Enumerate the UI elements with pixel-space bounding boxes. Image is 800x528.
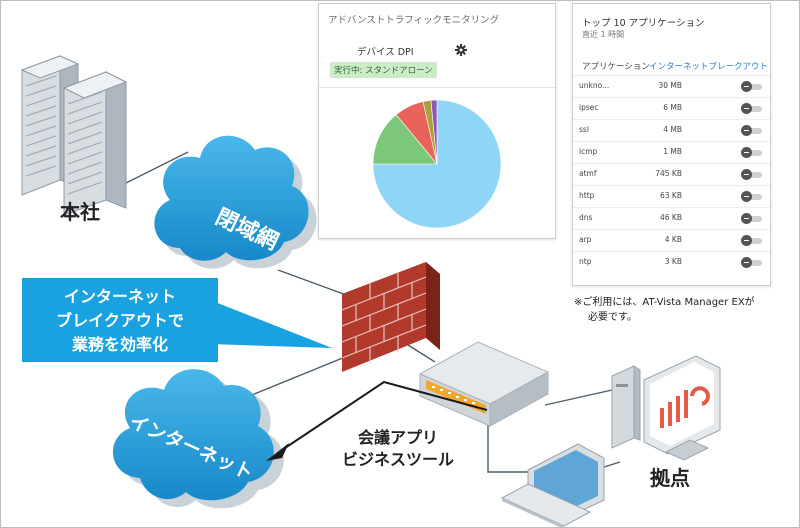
breakout-toggle[interactable] <box>741 81 763 92</box>
top10-apps-panel: トップ 10 アプリケーション 直近 1 時間 アプリケーション インターネット… <box>572 3 771 286</box>
app-traffic-size: 30 MB <box>658 81 682 90</box>
top10-title: トップ 10 アプリケーション <box>582 18 705 29</box>
app-name: arp <box>579 235 592 244</box>
app-traffic-size: 3 KB <box>664 257 682 266</box>
table-row: unkno... 30 MB <box>573 75 770 98</box>
note-line-2: 必要です。 <box>588 312 637 323</box>
col-header-application: アプリケーション <box>582 62 650 72</box>
app-name: icmp <box>579 147 598 156</box>
top10-subtitle: 直近 1 時間 <box>582 30 625 39</box>
closed-network-cloud: 閉域網 <box>154 135 317 269</box>
breakout-toggle[interactable] <box>741 169 763 180</box>
app-name: ipsec <box>579 103 599 112</box>
app-traffic-size: 6 MB <box>663 103 682 112</box>
breakout-toggle[interactable] <box>741 191 763 202</box>
traffic-pie-chart <box>372 99 502 229</box>
breakout-toggle[interactable] <box>741 103 763 114</box>
laptop-icon <box>500 443 605 528</box>
table-row: icmp 1 MB <box>573 141 770 164</box>
app-name: http <box>579 191 595 200</box>
callout-line-3: 業務を効率化 <box>71 335 168 354</box>
headquarters-servers-icon <box>20 55 128 216</box>
table-row: ntp 3 KB <box>573 251 770 274</box>
branch-pc-icon <box>611 355 721 461</box>
col-header-breakout: インターネットブレークアウト <box>649 62 769 72</box>
dpi-status-badge: 実行中: スタンドアローン <box>330 62 437 78</box>
breakout-callout: インターネット ブレイクアウトで 業務を効率化 <box>22 278 218 362</box>
dpi-device-label: デバイス DPI <box>357 47 414 58</box>
callout-line-2: ブレイクアウトで <box>56 311 184 330</box>
table-row: dns 46 KB <box>573 207 770 230</box>
app-traffic-size: 745 KB <box>655 169 682 178</box>
app-traffic-size: 63 KB <box>660 191 682 200</box>
breakout-toggle[interactable] <box>741 257 763 268</box>
app-name: dns <box>579 213 593 222</box>
app-traffic-size: 4 KB <box>664 235 682 244</box>
apps-label-line1: 会議アプリ <box>357 428 438 447</box>
app-name: unkno... <box>579 81 610 90</box>
dpi-panel-title: アドバンストトラフィックモニタリング <box>328 15 500 26</box>
note-line-1: ※ご利用には、AT-Vista Manager EXが <box>574 297 755 308</box>
app-traffic-size: 46 KB <box>660 213 682 222</box>
firewall-icon <box>341 262 440 372</box>
breakout-toggle[interactable] <box>741 213 763 224</box>
headquarters-label: 本社 <box>60 200 100 224</box>
gear-icon[interactable] <box>455 44 467 56</box>
callout-line-1: インターネット <box>63 287 176 306</box>
breakout-toggle[interactable] <box>741 147 763 158</box>
breakout-toggle[interactable] <box>741 125 763 136</box>
app-name: ssl <box>579 125 589 134</box>
table-row: arp 4 KB <box>573 229 770 252</box>
branch-label: 拠点 <box>650 466 690 490</box>
apps-label-line2: ビジネスツール <box>341 450 454 469</box>
app-name: ntp <box>579 257 592 266</box>
pie-slice <box>372 114 438 165</box>
router-appliance-icon <box>418 341 550 427</box>
pie-slice <box>372 99 502 229</box>
dpi-monitor-panel: アドバンストトラフィックモニタリング デバイス DPI 実行中: スタンドアロー… <box>318 3 556 239</box>
internet-cloud: インターネット <box>112 369 284 509</box>
app-traffic-size: 1 MB <box>663 147 682 156</box>
pie-slice <box>430 99 438 165</box>
callout-pointer <box>210 300 332 348</box>
app-name: atmf <box>579 169 597 178</box>
traffic-arrow <box>266 380 488 461</box>
app-traffic-size: 4 MB <box>663 125 682 134</box>
table-row: ipsec 6 MB <box>573 97 770 120</box>
dpi-divider <box>319 87 555 88</box>
table-row: ssl 4 MB <box>573 119 770 142</box>
table-row: http 63 KB <box>573 185 770 208</box>
breakout-toggle[interactable] <box>741 235 763 246</box>
table-row: atmf 745 KB <box>573 163 770 186</box>
